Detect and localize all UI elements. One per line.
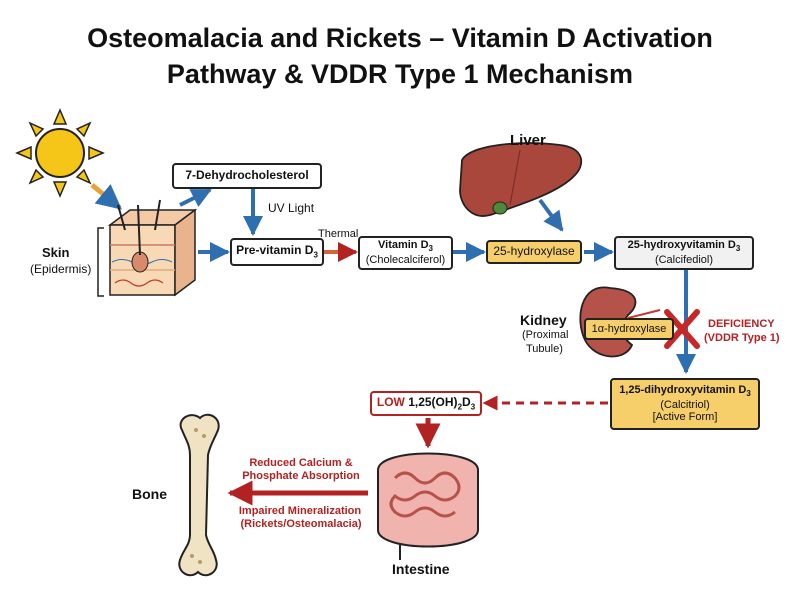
label-kidney-sub-2: Tubule) bbox=[526, 343, 563, 355]
label-intestine: Intestine bbox=[392, 561, 450, 577]
label-reduced-2: Phosphate Absorption bbox=[242, 470, 360, 482]
label-vitd3-paren: (Cholecalciferol) bbox=[365, 253, 446, 266]
label-skin-sub: (Epidermis) bbox=[30, 262, 92, 276]
box-calcitriol: 1,25-dihydroxyvitamin D3 (Calcitriol) [A… bbox=[610, 378, 760, 430]
box-25-hydroxylase: 25-hydroxylase bbox=[486, 240, 582, 264]
label-impaired-1: Impaired Mineralization bbox=[238, 505, 362, 517]
label-previtamin: Pre-vitamin D3 bbox=[236, 243, 318, 260]
box-previtamin-d3: Pre-vitamin D3 bbox=[230, 238, 324, 266]
label-7-dehydrocholesterol: 7-Dehydrocholesterol bbox=[185, 168, 309, 183]
title-line-2: Pathway & VDDR Type 1 Mechanism bbox=[166, 59, 634, 89]
sun-icon bbox=[15, 108, 105, 198]
label-vitd3: Vitamin D3 bbox=[378, 239, 433, 254]
label-vddr-type-1: (VDDR Type 1) bbox=[704, 332, 780, 344]
label-1a-hydroxylase: 1α-hydroxylase bbox=[591, 322, 667, 335]
arrow-liver-to-hydroxylase bbox=[538, 198, 564, 232]
arrow-skin-to-dhc bbox=[179, 188, 212, 207]
label-calcifediol-paren: (Calcifediol) bbox=[654, 253, 714, 266]
box-vitamin-d3: Vitamin D3 (Cholecalciferol) bbox=[358, 236, 453, 270]
box-7-dehydrocholesterol: 7-Dehydrocholesterol bbox=[172, 163, 322, 189]
title-line-1: Osteomalacia and Rickets – Vitamin D Act… bbox=[87, 23, 713, 53]
label-impaired-2: (Rickets/Osteomalacia) bbox=[240, 518, 362, 530]
label-skin: Skin bbox=[42, 245, 70, 260]
label-kidney-sub-1: (Proximal bbox=[522, 329, 569, 341]
label-bone: Bone bbox=[132, 486, 167, 502]
sun-ray-arrow bbox=[90, 183, 122, 210]
label-low: LOW 1,25(OH)2D3 bbox=[376, 394, 476, 412]
label-calcifediol: 25-hydroxyvitamin D3 bbox=[627, 239, 741, 254]
label-thermal: Thermal bbox=[318, 228, 359, 240]
label-calcitriol-paren: (Calcitriol) bbox=[660, 398, 710, 411]
label-reduced-1: Reduced Calcium & bbox=[249, 457, 353, 469]
liver-icon bbox=[459, 142, 583, 217]
intestine-icon bbox=[377, 452, 479, 560]
skin-icon bbox=[107, 199, 198, 297]
label-liver: Liver bbox=[510, 132, 546, 149]
skin-bracket bbox=[97, 227, 104, 297]
label-calcitriol-active: [Active Form] bbox=[652, 411, 718, 424]
label-kidney: Kidney bbox=[520, 312, 567, 328]
label-calcitriol: 1,25-dihydroxyvitamin D3 bbox=[619, 384, 751, 399]
box-1a-hydroxylase: 1α-hydroxylase bbox=[584, 318, 674, 340]
box-calcifediol: 25-hydroxyvitamin D3 (Calcifediol) bbox=[614, 236, 754, 270]
deficiency-x-icon bbox=[664, 309, 700, 349]
label-deficiency: DEFICIENCY bbox=[708, 318, 775, 330]
label-uv-light: UV Light bbox=[268, 201, 315, 215]
bone-icon bbox=[178, 413, 220, 577]
box-low-calcitriol: LOW 1,25(OH)2D3 bbox=[370, 391, 482, 416]
label-25-hydroxylase: 25-hydroxylase bbox=[493, 244, 575, 259]
